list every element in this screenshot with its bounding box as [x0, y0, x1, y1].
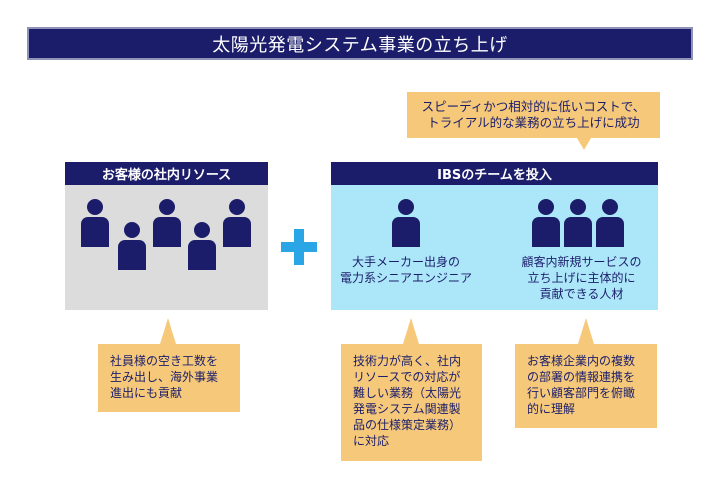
person-icon	[153, 199, 181, 247]
person-icon	[81, 199, 109, 247]
caption-line: 顧客内新規サービスの	[521, 255, 642, 269]
page-title: 太陽光発電システム事業の立ち上げ	[212, 34, 508, 56]
panel-header-label: IBSのチームを投入	[437, 168, 552, 183]
panel-header: IBSのチームを投入	[331, 162, 658, 185]
caption-line: 貢献できる人材	[539, 287, 624, 301]
plus-icon	[281, 229, 317, 265]
talent-callout: お客様企業内の複数 の部署の情報連携を 行い顧客部門を俯瞰 的に理解	[515, 344, 657, 428]
callout-line: 進出にも貢献	[110, 386, 183, 400]
talent-caption: 顧客内新規サービスの 立ち上げに主体的に 貢献できる人材	[509, 254, 654, 302]
person-icon	[532, 199, 560, 247]
callout-line: 技術力が高く、社内	[353, 354, 462, 368]
callout-line: 発電システム関連製	[353, 402, 461, 416]
person-icon	[188, 222, 216, 270]
result-callout-line: トライアル的な業務の立ち上げに成功	[427, 115, 640, 130]
callout-line: 的に理解	[527, 402, 576, 416]
panel-header-label: お客様の社内リソース	[101, 168, 232, 183]
callout-pointer	[403, 318, 419, 344]
callout-line: お客様企業内の複数	[527, 354, 636, 368]
title-banner: 太陽光発電システム事業の立ち上げ	[27, 27, 693, 60]
person-icon	[596, 199, 624, 247]
engineer-callout: 技術力が高く、社内 リソースでの対応が 難しい業務（太陽光 発電システム関連製 …	[341, 344, 482, 461]
callout-pointer	[577, 138, 591, 150]
panel-header: お客様の社内リソース	[65, 162, 268, 185]
callout-line: 生み出し、海外事業	[110, 370, 219, 384]
benefit-callout: 社員様の空き工数を 生み出し、海外事業 進出にも貢献	[98, 344, 240, 412]
callout-line: リソースでの対応が	[353, 370, 461, 384]
caption-line: 電力系シニアエンジニア	[339, 271, 472, 285]
result-callout-line: スピーディかつ相対的に低いコストで、	[421, 99, 646, 114]
callout-pointer	[160, 318, 176, 344]
result-callout: スピーディかつ相対的に低いコストで、 トライアル的な業務の立ち上げに成功	[407, 92, 660, 138]
callout-pointer	[578, 318, 594, 344]
engineer-caption: 大手メーカー出身の 電力系シニアエンジニア	[331, 254, 481, 286]
person-icon	[223, 199, 251, 247]
callout-line: に対応	[353, 434, 390, 448]
callout-line: 難しい業務（太陽光	[353, 386, 462, 400]
client-resource-panel: お客様の社内リソース	[65, 162, 268, 310]
callout-line: 行い顧客部門を俯瞰	[527, 386, 636, 400]
callout-line: の部署の情報連携を	[527, 370, 636, 384]
callout-line: 社員様の空き工数を	[110, 354, 219, 368]
caption-line: 立ち上げに主体的に	[527, 271, 636, 285]
person-icon	[118, 222, 146, 270]
person-icon	[392, 199, 420, 247]
callout-line: 品の仕様策定業務）	[353, 418, 462, 432]
ibs-team-panel: IBSのチームを投入 大手メーカー出身の 電力系シニアエンジニア 顧客内新規サー…	[331, 162, 658, 310]
caption-line: 大手メーカー出身の	[351, 255, 460, 269]
person-icon	[564, 199, 592, 247]
